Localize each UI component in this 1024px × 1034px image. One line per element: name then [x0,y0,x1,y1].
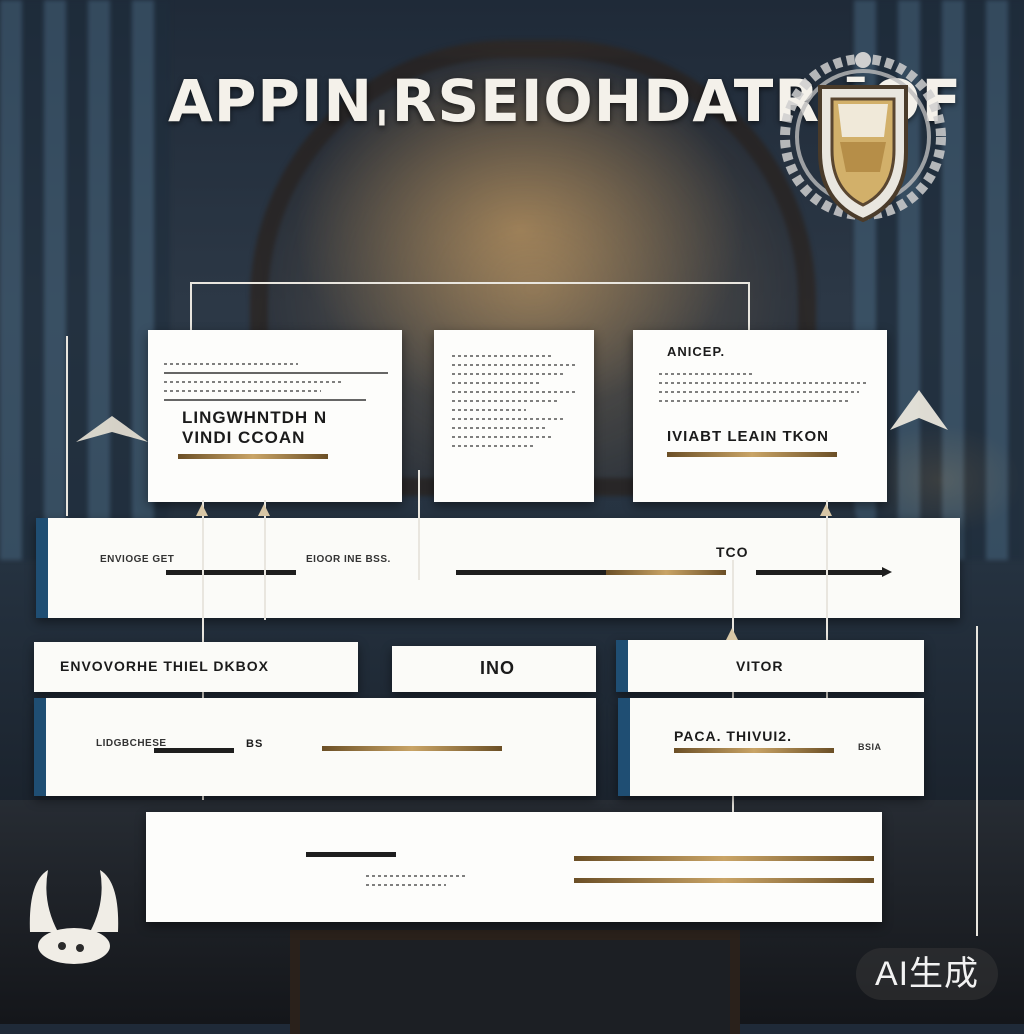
pin-icon [726,628,738,640]
band-left-label: ENVIOGE GET [100,554,175,565]
connector-post-left [66,336,68,516]
top-connector [190,282,750,284]
band-bar-1 [166,570,296,575]
pin-icon [820,504,832,516]
band-bar-2 [456,570,606,575]
timeline-band: ENVIOGE GET EIOOR INE BSS. TCO [36,518,960,618]
top-card-left-text: LINGWHNTDH N VINDI CCOAN [182,408,328,447]
pin-icon [258,504,270,516]
row2-tab-right: VITOR [616,640,924,692]
row3-right-accent [618,698,630,796]
row3-right-label: PACA. THIVUI2. [674,728,792,744]
connector-v2 [264,500,266,620]
top-card-left: LINGWHNTDH N VINDI CCOAN [148,330,402,502]
connector-post-right [976,626,978,936]
bird-ornament-icon [890,390,948,430]
row3-left-bar [154,748,234,753]
bird-ornament-icon [76,416,148,442]
row3-right: PACA. THIVUI2. BSIA [618,698,924,796]
swan-ornament-icon [29,870,119,964]
connector-v3 [418,470,420,580]
row2-tab-right-label: VITOR [736,658,784,674]
top-card-middle [434,330,594,502]
pin-icon [196,504,208,516]
bottom-card [146,812,882,922]
connector-left [190,282,192,332]
row3-left-num: BS [246,738,264,750]
band-bar-3 [606,570,726,575]
crest-emblem-icon [780,52,946,223]
floor-frame [290,930,740,1034]
ai-generated-watermark: AI生成 [856,948,998,1000]
row3-left-goldbar [322,746,502,751]
band-right-label: TCO [716,544,749,560]
top-card-left-bar [178,454,328,459]
bottom-card-bar-1 [306,852,396,857]
connector-right [748,282,750,332]
band-mid-label: EIOOR INE BSS. [306,554,391,565]
bottom-card-bar-3 [574,878,874,883]
row2-tab-middle-label: INO [480,658,516,678]
row2-tab-left: ENVOVORHE THIEL DKBOX [34,642,358,692]
row3-right-goldbar [674,748,834,753]
left-curtain [0,0,170,560]
top-card-right-bar [667,452,837,457]
row3-left: LIDGBCHESE BS [34,698,596,796]
row2-tab-right-accent [616,640,628,692]
top-card-right-text: IVIABT LEAIN TKON [667,428,829,445]
top-card-right: ANICEP. IVIABT LEAIN TKON [633,330,887,502]
band-arrow-icon [882,567,892,577]
row2-tab-middle: INO [392,646,596,692]
row3-left-label: LIDGBCHESE [96,738,167,749]
band-bar-4 [756,570,884,575]
top-card-right-heading: ANICEP. [667,344,726,359]
bottom-card-bar-2 [574,856,874,861]
row3-left-accent [34,698,46,796]
row2-tab-left-label: ENVOVORHE THIEL DKBOX [60,658,269,674]
band-accent [36,518,48,618]
row3-right-num: BSIA [858,742,882,752]
